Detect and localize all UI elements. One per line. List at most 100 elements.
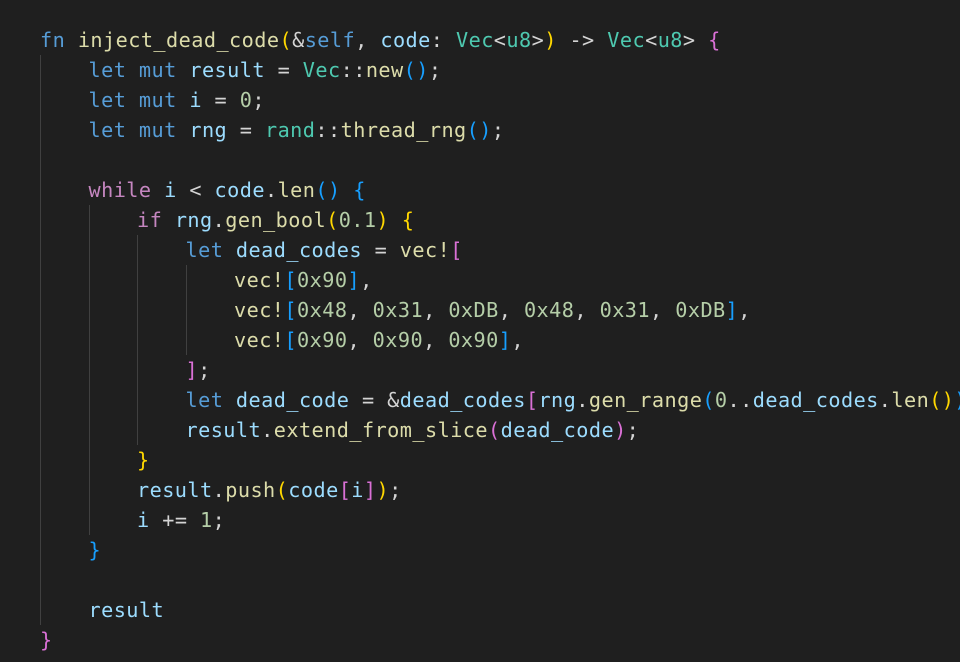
code-token: 0x48 <box>297 298 348 322</box>
code-token: = <box>227 118 265 142</box>
code-line[interactable]: } <box>89 535 102 565</box>
code-line[interactable]: i += 1; <box>137 505 225 535</box>
code-line[interactable]: let mut result = Vec::new(); <box>89 55 442 85</box>
code-token: , <box>574 298 600 322</box>
code-token: [ <box>338 478 352 502</box>
code-token: result <box>88 598 165 622</box>
code-token: result <box>137 478 213 502</box>
code-token: u8 <box>506 28 532 52</box>
code-token: , <box>738 298 751 322</box>
code-token: result <box>189 58 265 82</box>
code-line[interactable]: result.extend_from_slice(dead_code); <box>186 415 640 445</box>
code-token: mut <box>138 58 190 82</box>
code-line[interactable]: let mut rng = rand::thread_rng(); <box>89 115 505 145</box>
code-token: () <box>315 178 341 202</box>
code-token: new <box>365 58 404 82</box>
code-token: , <box>423 298 449 322</box>
code-token: i <box>164 178 177 202</box>
code-line[interactable]: while i < code.len() { <box>89 175 366 205</box>
code-line[interactable]: fn inject_dead_code(&self, code: Vec<u8>… <box>40 25 721 55</box>
code-token: ; <box>389 478 402 502</box>
code-token: 0xDB <box>675 298 726 322</box>
code-line[interactable]: result.push(code[i]); <box>137 475 402 505</box>
code-token: i <box>137 508 150 532</box>
code-token: -> <box>556 28 608 52</box>
code-line[interactable]: vec![0x48, 0x31, 0xDB, 0x48, 0x31, 0xDB]… <box>234 295 751 325</box>
code-token: ( <box>702 388 715 412</box>
code-token: vec! <box>234 328 285 352</box>
code-token: } <box>40 628 53 652</box>
code-line[interactable]: vec![0x90], <box>234 265 373 295</box>
code-line[interactable]: let dead_code = &dead_codes[rng.gen_rang… <box>186 385 960 415</box>
code-token: , <box>650 298 676 322</box>
code-token: ] <box>363 478 377 502</box>
code-token: () <box>403 58 429 82</box>
code-token: 1 <box>200 508 213 532</box>
code-token: = <box>201 88 240 112</box>
code-token: dead_codes <box>235 238 362 262</box>
code-token: = <box>349 388 388 412</box>
code-token: vec! <box>234 268 285 292</box>
code-token: = <box>361 238 400 262</box>
code-token: code <box>288 478 339 502</box>
code-token: Vec <box>607 28 646 52</box>
code-token: ) <box>614 418 627 442</box>
indent-guide <box>137 235 138 445</box>
code-token: ( <box>488 418 501 442</box>
code-token: [ <box>284 298 298 322</box>
code-token: , <box>355 28 381 52</box>
code-token: thread_rng <box>340 118 467 142</box>
code-token: ) <box>376 208 390 232</box>
code-token: len <box>277 178 316 202</box>
code-token: inject_dead_code <box>77 28 280 52</box>
code-line[interactable]: ]; <box>186 355 211 385</box>
code-token: vec! <box>234 298 285 322</box>
code-token: , <box>498 298 524 322</box>
code-token: self <box>304 28 356 52</box>
code-token: ) <box>954 388 960 412</box>
code-token: > <box>682 28 709 52</box>
code-token: let <box>185 238 236 262</box>
code-token: } <box>88 538 102 562</box>
code-token: gen_range <box>588 388 703 412</box>
code-token: ] <box>725 298 739 322</box>
code-token: , <box>347 298 373 322</box>
code-line[interactable]: } <box>137 445 150 475</box>
code-line[interactable]: vec![0x90, 0x90, 0x90], <box>234 325 524 355</box>
code-token: += <box>149 508 201 532</box>
code-token: < <box>645 28 658 52</box>
code-token: , <box>511 328 524 352</box>
code-token: fn <box>40 28 78 52</box>
code-token: . <box>212 478 226 502</box>
code-token: ( <box>275 478 289 502</box>
code-token: ) <box>376 478 390 502</box>
code-token: () <box>466 118 492 142</box>
code-token: , <box>347 328 373 352</box>
code-line[interactable]: let dead_codes = vec![ <box>186 235 463 265</box>
code-token: 0x31 <box>599 298 651 322</box>
code-token: & <box>387 388 400 412</box>
code-token: [ <box>284 268 298 292</box>
code-token: mut <box>138 118 190 142</box>
code-line[interactable]: let mut i = 0; <box>89 85 265 115</box>
code-token <box>341 178 354 202</box>
code-token: [ <box>525 388 539 412</box>
code-line[interactable]: result <box>89 595 165 625</box>
code-token: ( <box>279 28 293 52</box>
code-token: .. <box>727 388 753 412</box>
code-line[interactable]: if rng.gen_bool(0.1) { <box>137 205 414 235</box>
code-token: let <box>185 388 236 412</box>
code-token: rand <box>264 118 316 142</box>
code-token: mut <box>138 88 190 112</box>
code-token: ) <box>544 28 557 52</box>
code-line[interactable]: } <box>40 625 53 655</box>
code-token: } <box>137 448 150 472</box>
indent-guide <box>40 55 41 625</box>
code-token: rng <box>189 118 228 142</box>
code-token: let <box>88 88 139 112</box>
code-token: 0x90 <box>372 328 424 352</box>
code-token: code <box>214 178 265 202</box>
code-token: :: <box>340 58 366 82</box>
code-token: ; <box>428 58 442 82</box>
